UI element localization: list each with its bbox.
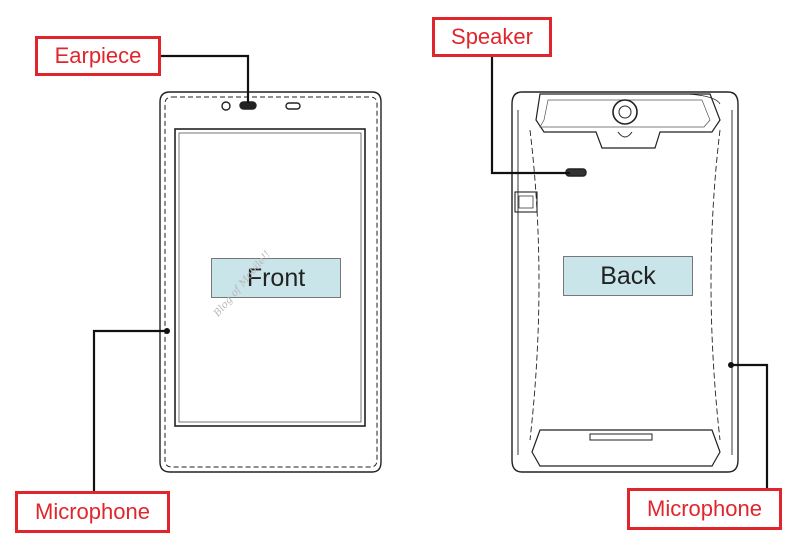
back-bottom-slot xyxy=(589,433,653,441)
front-screen xyxy=(174,128,366,427)
back-top-curve-right xyxy=(687,93,721,105)
back-flash xyxy=(617,131,633,138)
front-label: Front xyxy=(211,258,341,298)
front-screen-inner xyxy=(178,132,362,423)
back-body-outline xyxy=(511,91,739,473)
front-body-inner-outline xyxy=(164,96,378,468)
microphone-back-callout: Microphone xyxy=(627,488,782,530)
earpiece-leader xyxy=(160,54,250,103)
leader-lines xyxy=(92,54,769,492)
back-label: Back xyxy=(563,256,693,296)
back-side-button-inner xyxy=(518,195,534,209)
earpiece-callout: Earpiece xyxy=(35,36,161,76)
back-top-module-inner xyxy=(539,99,711,128)
front-earpiece-slot xyxy=(239,101,257,110)
front-sensor xyxy=(285,102,301,110)
back-camera-lens-inner xyxy=(618,105,632,119)
microphone-front-leader xyxy=(92,329,167,492)
speaker-callout: Speaker xyxy=(432,17,552,57)
back-body-curve-left xyxy=(529,129,540,441)
microphone-front-callout: Microphone xyxy=(15,491,170,533)
microphone-front-dot xyxy=(164,328,170,334)
back-side-button xyxy=(514,191,538,213)
back-top-module xyxy=(535,93,721,149)
microphone-back-leader xyxy=(731,363,769,489)
back-camera-lens xyxy=(612,99,638,125)
front-camera xyxy=(221,101,231,111)
back-bottom-module xyxy=(531,429,721,467)
speaker-leader xyxy=(490,56,570,175)
back-body-curve-right xyxy=(710,129,721,441)
front-phone xyxy=(159,91,382,473)
back-phone xyxy=(511,91,739,473)
front-body-outline xyxy=(159,91,382,473)
microphone-back-dot xyxy=(728,362,734,368)
